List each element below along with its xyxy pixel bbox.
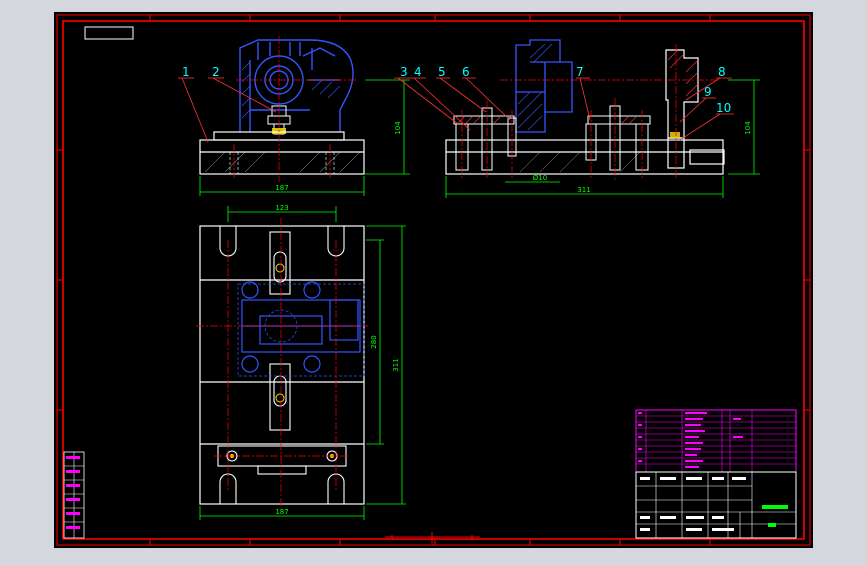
base-hatch-side <box>519 151 641 173</box>
clamp-hatch-side <box>457 116 637 124</box>
callout-3: 3 <box>400 65 408 79</box>
callout-9: 9 <box>704 85 712 99</box>
clamp-straps-top <box>269 231 291 431</box>
top-dims <box>199 206 406 520</box>
dim-top-slot-span: 123 <box>275 204 288 212</box>
callout-7: 7 <box>576 65 584 79</box>
leader-lines <box>178 77 734 143</box>
workpiece-side <box>515 39 573 133</box>
base-hatch-front <box>204 151 361 173</box>
dim-side-bore: Ø10 <box>533 174 547 182</box>
callout-1: 1 <box>182 65 190 79</box>
center-lines-side <box>461 44 720 180</box>
callout-labels: 1 2 3 4 5 6 7 8 9 10 <box>182 65 731 115</box>
margin-strip <box>63 451 85 539</box>
zone-ticks <box>57 15 810 545</box>
bracket-pin <box>670 132 680 138</box>
dim-top-width: 187 <box>275 508 288 516</box>
title-block <box>635 471 797 539</box>
center-lines-front <box>233 36 356 182</box>
side-view: 311 Ø10 104 <box>445 39 760 198</box>
workpiece-hatch-front <box>241 61 341 119</box>
callout-10: 10 <box>716 101 731 115</box>
drawing-sheet <box>54 12 813 548</box>
front-view: 187 104 <box>199 36 410 196</box>
top-plate <box>199 225 365 505</box>
callout-4: 4 <box>414 65 422 79</box>
drawing-id-box <box>84 26 134 40</box>
parts-list <box>635 409 797 473</box>
callout-8: 8 <box>718 65 726 79</box>
center-lines-top <box>196 218 368 512</box>
callout-5: 5 <box>438 65 446 79</box>
dim-top-length-inner: 280 <box>370 335 378 348</box>
workpiece-hatch-side <box>517 43 553 131</box>
hidden-holes-front <box>229 152 335 174</box>
callout-6: 6 <box>462 65 470 79</box>
front-dims <box>199 79 410 196</box>
callout-2: 2 <box>212 65 220 79</box>
strap-nuts-top <box>275 263 285 403</box>
bottom-center-mark <box>385 532 480 545</box>
dim-side-width: 311 <box>577 186 590 194</box>
top-view: 123 187 280 311 <box>196 204 406 520</box>
dim-front-height: 104 <box>394 121 402 135</box>
side-dims <box>445 79 760 198</box>
dim-side-height: 104 <box>744 121 752 135</box>
dim-front-width: 187 <box>275 184 288 192</box>
dim-top-length-outer: 311 <box>392 358 400 371</box>
